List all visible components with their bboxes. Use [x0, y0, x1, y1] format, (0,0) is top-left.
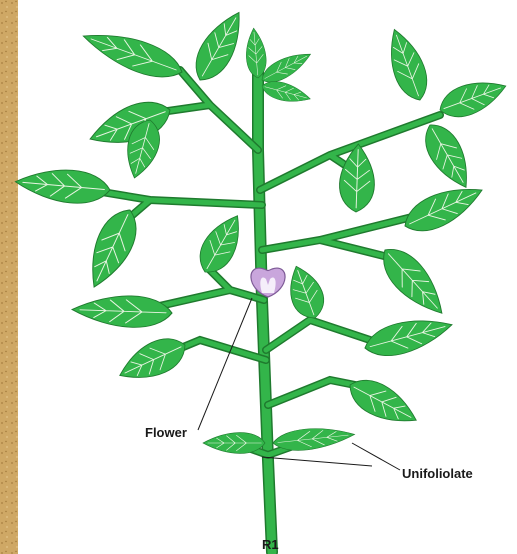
- soil-background: [0, 0, 18, 554]
- flower-label: Flower: [145, 425, 187, 440]
- leaf-upper-left: [78, 5, 252, 182]
- flower-leader-line: [198, 298, 252, 430]
- leaf-lower-left: [72, 208, 252, 390]
- leaf-middle-left: [14, 165, 146, 294]
- leaf-middle-right: [373, 176, 489, 324]
- unifoliolate-label: Unifoliolate: [402, 466, 473, 481]
- stage-label: R1: [262, 537, 279, 552]
